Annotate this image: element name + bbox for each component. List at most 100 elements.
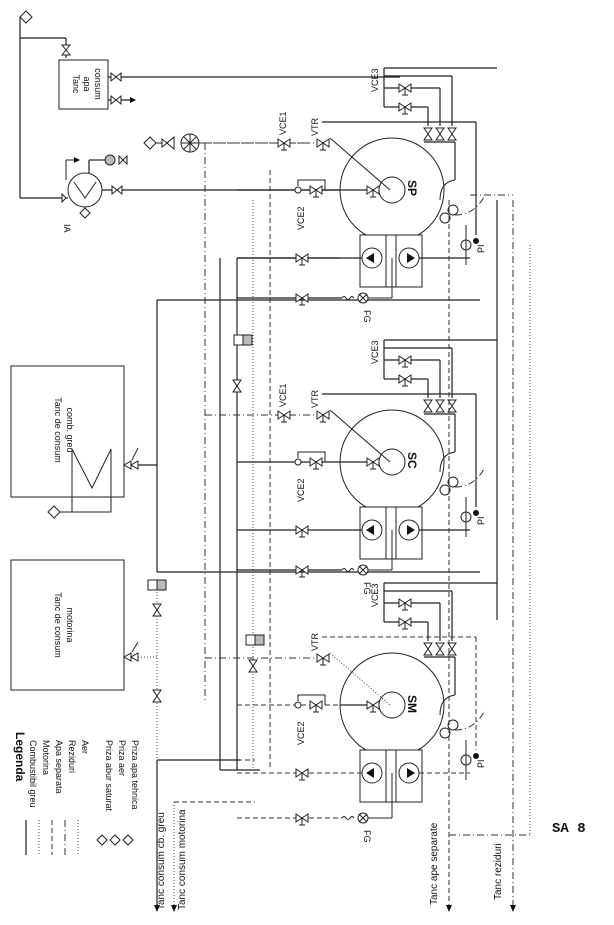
drawing-code: SA 8 (552, 821, 586, 837)
heavy-fuel-outlet-arrow-icon (154, 905, 160, 912)
legend-symbol-diamond-icon (109, 834, 121, 846)
legend-symbol-diamond-icon (96, 834, 108, 846)
legend-symbol-label: Priza aer (117, 740, 127, 776)
valve-icon (322, 138, 330, 148)
valve-icon (315, 185, 323, 195)
outlet-heavy-fuel-label: Tanc consum cb. greu (156, 812, 167, 910)
vce2-label: VCE2 (296, 721, 306, 745)
steam-inlet-group (19, 10, 72, 198)
heavy-fuel-tank-label-2: comb. greu (65, 407, 75, 452)
valve-icon (435, 648, 445, 656)
hot-water-tank: Tanc apa consum (58, 59, 400, 110)
legend-line-label: Reziduri (67, 740, 77, 773)
hot-water-tank-label-3: consum (93, 68, 103, 100)
outlets: Tanc consum cb. greu Tanc consum motorin… (154, 194, 531, 912)
fg-label: FG (362, 582, 372, 595)
valve-icon (283, 138, 291, 148)
outlet-residues-label: Tanc reziduri (493, 843, 504, 900)
vce1-label: VCE1 (278, 383, 288, 407)
hot-water-tank-label-1: Tanc (71, 74, 81, 94)
separator-inlet-icon (378, 691, 406, 719)
steam-intake-diamond-icon (19, 10, 33, 24)
separator-label: SC (405, 452, 419, 469)
vtr-label: VTR (310, 632, 320, 651)
hose-coupling-icon (439, 212, 451, 224)
hose-coupling-icon (439, 727, 451, 739)
legend-symbol-label: Priza apa tehnica (130, 740, 140, 810)
separators: VCE3SPVCE2VTRVCE1FGPIVCE3SCVCE2VTRVCE1FG… (205, 67, 497, 843)
separator-label: SP (405, 180, 419, 196)
outlet-diesel-label: Tanc consum motorina (177, 809, 188, 910)
diesel-tank-label-2: motorina (65, 607, 75, 642)
valve-icon (301, 768, 309, 778)
valve-icon (315, 700, 323, 710)
valve-icon (447, 405, 457, 413)
heavy-fuel-tank: Tanc de consum comb. greu (10, 365, 157, 519)
hose-coupling-icon (439, 484, 451, 496)
valve-icon (315, 457, 323, 467)
heavy-fuel-tank-label-1: Tanc de consum (53, 397, 63, 463)
valve-icon (435, 405, 445, 413)
heating-coil-icon (71, 448, 112, 513)
legend-symbol-diamond-icon (122, 834, 134, 846)
valve-icon (372, 457, 380, 467)
valve-icon (423, 133, 433, 141)
fg-label: FG (362, 830, 372, 843)
valve-icon (301, 565, 309, 575)
valve-icon (447, 648, 457, 656)
vce2-label: VCE2 (296, 478, 306, 502)
legend-line-label: Aer (80, 740, 90, 754)
legend-symbol-label: Priza abur saturat (104, 740, 114, 812)
separator-inlet-icon (378, 448, 406, 476)
legend-line-label: Motorina (41, 740, 51, 775)
heater-label: IA (62, 224, 72, 233)
valve-icon (322, 653, 330, 663)
separator-label: SM (405, 695, 419, 713)
separator-inlet-icon (378, 176, 406, 204)
valve-icon (435, 133, 445, 141)
vce3-label: VCE3 (370, 68, 380, 92)
valve-icon (404, 374, 412, 384)
valve-icon (301, 813, 309, 823)
valve-icon (322, 410, 330, 420)
vce2-icon (294, 186, 302, 194)
heater-icon (67, 172, 103, 208)
valve-icon (372, 185, 380, 195)
valve-icon (447, 133, 457, 141)
fg-label: FG (362, 310, 372, 323)
valve-icon (301, 293, 309, 303)
vce1-label: VCE1 (278, 111, 288, 135)
pi-label: PI (476, 759, 486, 768)
diesel-outlet-arrow-icon (171, 905, 177, 912)
steam-diamond-icon (47, 505, 61, 519)
pi-label: PI (476, 244, 486, 253)
valve-icon (372, 700, 380, 710)
legend-line-label: Apa separata (54, 740, 64, 794)
diesel-tank: Tanc de consum motorina (10, 559, 157, 691)
vtr-label: VTR (310, 389, 320, 408)
valve-icon (301, 525, 309, 535)
main-headers (147, 170, 480, 905)
diesel-tank-label-1: Tanc de consum (53, 592, 63, 658)
thermometer-icon (104, 154, 116, 166)
air-intake-diamond-icon (143, 136, 157, 150)
outlet-separated-water-label: Tanc ape separate (429, 822, 440, 905)
pi-label: PI (476, 516, 486, 525)
valve-icon (404, 617, 412, 627)
hot-water-tank-label-2: apa (82, 76, 92, 91)
separated-water-outlet-arrow-icon (446, 905, 452, 912)
vce2-label: VCE2 (296, 206, 306, 230)
vce3-label: VCE3 (370, 340, 380, 364)
valve-icon (283, 410, 291, 420)
vce3-label: VCE3 (370, 583, 380, 607)
residues-outlet-arrow-icon (510, 905, 516, 912)
air-inlet-group (143, 133, 310, 700)
legend-line-label: Combustibil greu (28, 740, 38, 808)
heater-IA: IA (20, 154, 340, 233)
valve-icon (404, 598, 412, 608)
